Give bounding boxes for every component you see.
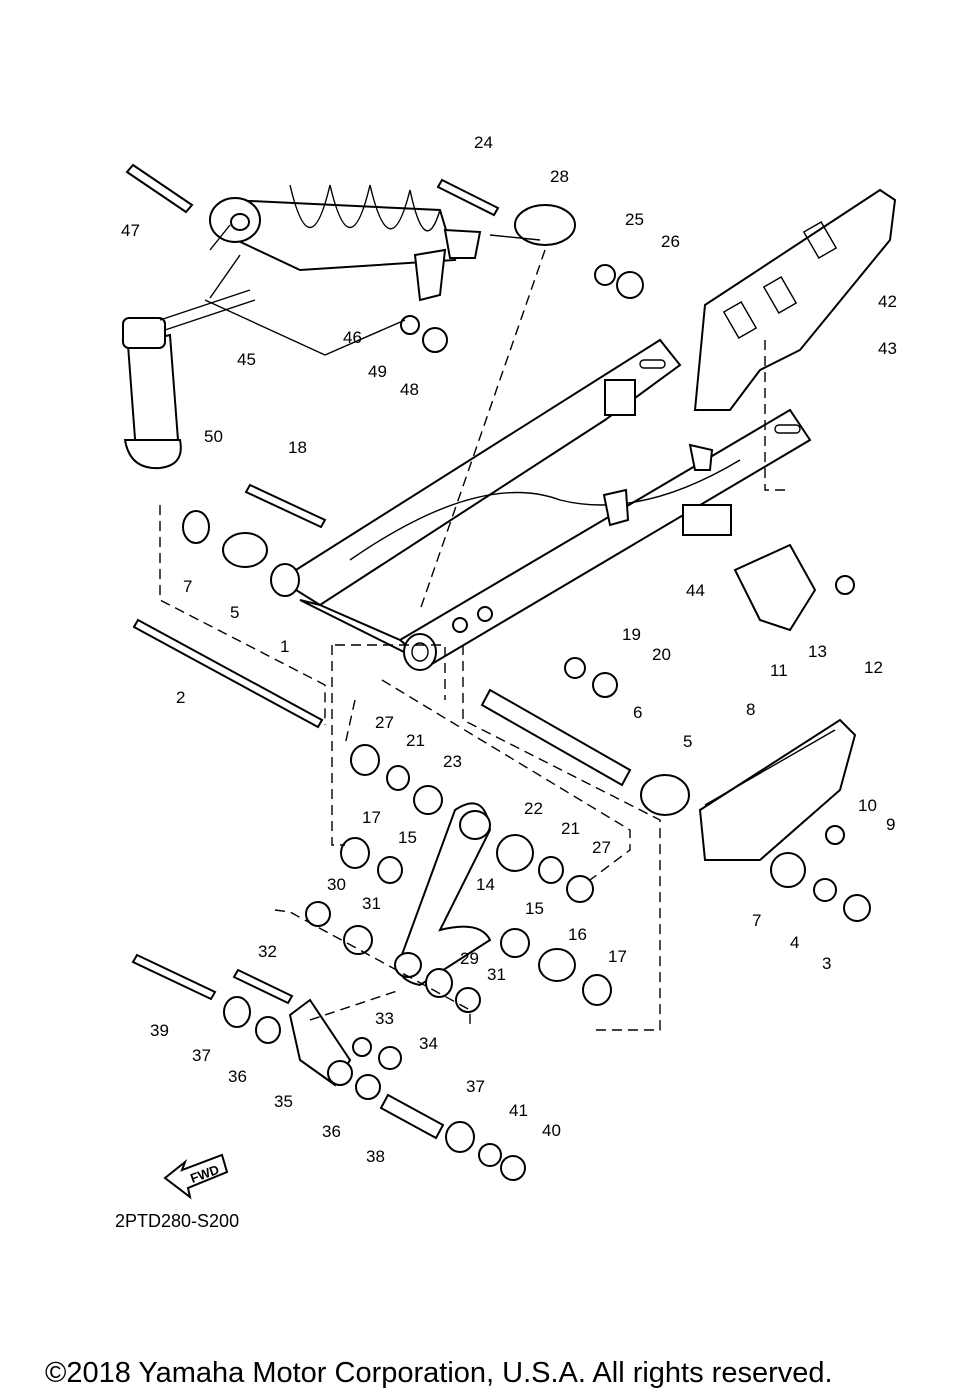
bushings-and-nuts xyxy=(182,204,871,1181)
callout-label: 8 xyxy=(746,700,755,719)
chain-puller xyxy=(733,543,817,632)
callout-label: 17 xyxy=(362,808,381,827)
callout-label: 28 xyxy=(550,167,569,186)
callout-label: 1 xyxy=(280,637,289,656)
callout-label: 10 xyxy=(858,796,877,815)
callout-label: 5 xyxy=(230,603,239,622)
callout-label: 36 xyxy=(322,1122,341,1141)
callout-label: 39 xyxy=(150,1021,169,1040)
callout-label: 49 xyxy=(368,362,387,381)
callout-label: 15 xyxy=(398,828,417,847)
callout-label: 50 xyxy=(204,427,223,446)
callout-label: 31 xyxy=(362,894,381,913)
callout-label: 3 xyxy=(822,954,831,973)
callout-label: 42 xyxy=(878,292,897,311)
callout-label: 24 xyxy=(474,133,493,152)
callout-label: 16 xyxy=(568,925,587,944)
callout-label: 48 xyxy=(400,380,419,399)
bolts xyxy=(125,163,632,1140)
callout-label: 7 xyxy=(183,577,192,596)
callout-label: 14 xyxy=(476,875,495,894)
callout-label: 32 xyxy=(258,942,277,961)
callout-label: 41 xyxy=(509,1101,528,1120)
copyright-notice: ©2018 Yamaha Motor Corporation, U.S.A. A… xyxy=(45,1357,833,1389)
callout-label: 6 xyxy=(633,703,642,722)
callout-label: 15 xyxy=(525,899,544,918)
callout-label: 34 xyxy=(419,1034,438,1053)
callout-label: 11 xyxy=(770,661,788,680)
callout-label: 40 xyxy=(542,1121,561,1140)
callout-label: 23 xyxy=(443,752,462,771)
callout-label: 2 xyxy=(176,688,185,707)
callout-label: 46 xyxy=(343,328,362,347)
callout-label: 33 xyxy=(375,1009,394,1028)
callout-label: 20 xyxy=(652,645,671,664)
callout-label: 12 xyxy=(864,658,883,677)
callout-label: 17 xyxy=(608,947,627,966)
callout-label: 21 xyxy=(406,731,425,750)
callout-label: 18 xyxy=(288,438,307,457)
callout-label: 21 xyxy=(561,819,580,838)
callout-label: 27 xyxy=(592,838,611,857)
callout-label: 37 xyxy=(466,1077,485,1096)
callout-label: 29 xyxy=(460,949,479,968)
callout-label: 44 xyxy=(686,581,705,600)
diagram-code: 2PTD280-S200 xyxy=(115,1211,239,1231)
callout-label: 7 xyxy=(752,911,761,930)
leader-lines xyxy=(159,224,790,1031)
callout-label: 31 xyxy=(487,965,506,984)
callout-label: 4 xyxy=(790,933,799,952)
callout-label: 45 xyxy=(237,350,256,369)
callout-label: 30 xyxy=(327,875,346,894)
callout-label: 36 xyxy=(228,1067,247,1086)
callout-label: 22 xyxy=(524,799,543,818)
callout-label: 5 xyxy=(683,732,692,751)
callout-label: 27 xyxy=(375,713,394,732)
callout-label: 43 xyxy=(878,339,897,358)
callout-label: 13 xyxy=(808,642,827,661)
swingarm xyxy=(270,338,812,671)
callout-label: 35 xyxy=(274,1092,293,1111)
callout-label: 47 xyxy=(121,221,140,240)
callout-label: 37 xyxy=(192,1046,211,1065)
callout-label: 25 xyxy=(625,210,644,229)
forward-arrow-icon: FWD xyxy=(163,1153,229,1200)
callout-numbers: 1 2 3 4 5 5 6 7 7 8 9 10 11 12 13 14 15 … xyxy=(121,133,897,1166)
callout-label: 19 xyxy=(622,625,641,644)
rear-shock-absorber xyxy=(122,184,482,470)
callout-label: 38 xyxy=(366,1147,385,1166)
callout-label: 9 xyxy=(886,815,895,834)
callout-label: 26 xyxy=(661,232,680,251)
chain-guide xyxy=(698,718,857,861)
